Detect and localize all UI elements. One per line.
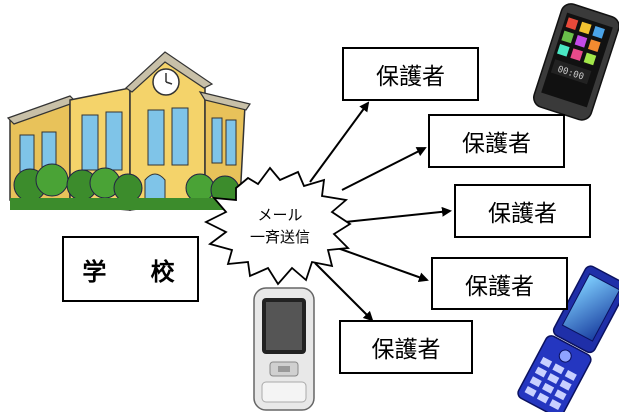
guardian-box-2: 保護者 xyxy=(428,114,565,168)
smartphone-icon: 00:00 xyxy=(533,3,619,121)
school-building-icon xyxy=(6,51,251,211)
guardian-label: 保護者 xyxy=(465,273,534,300)
bar-phone-icon xyxy=(253,287,315,411)
school-label: 学 校 xyxy=(82,257,193,286)
arrow-to-guardian-2 xyxy=(341,147,427,191)
guardian-label: 保護者 xyxy=(376,64,445,90)
burst-label: メール 一斉送信 xyxy=(240,204,320,248)
guardian-label: 保護者 xyxy=(462,131,531,157)
arrow-to-guardian-3 xyxy=(344,206,452,223)
guardian-box-1: 保護者 xyxy=(342,47,479,101)
arrow-to-guardian-5 xyxy=(314,262,374,322)
guardian-box-5: 保護者 xyxy=(339,320,473,374)
guardian-box-4: 保護者 xyxy=(431,257,568,310)
flip-phone-icon xyxy=(517,265,619,412)
guardian-box-3: 保護者 xyxy=(454,184,591,238)
burst-line-1: メール xyxy=(257,206,303,224)
guardian-label: 保護者 xyxy=(371,337,441,363)
arrow-to-guardian-4 xyxy=(331,245,429,283)
arrow-to-guardian-1 xyxy=(309,101,370,183)
guardian-label: 保護者 xyxy=(488,201,557,227)
burst-line-2: 一斉送信 xyxy=(249,228,310,246)
school-label-box: 学 校 xyxy=(62,236,199,302)
mail-broadcast-burst xyxy=(203,166,352,286)
arrows xyxy=(309,101,452,322)
